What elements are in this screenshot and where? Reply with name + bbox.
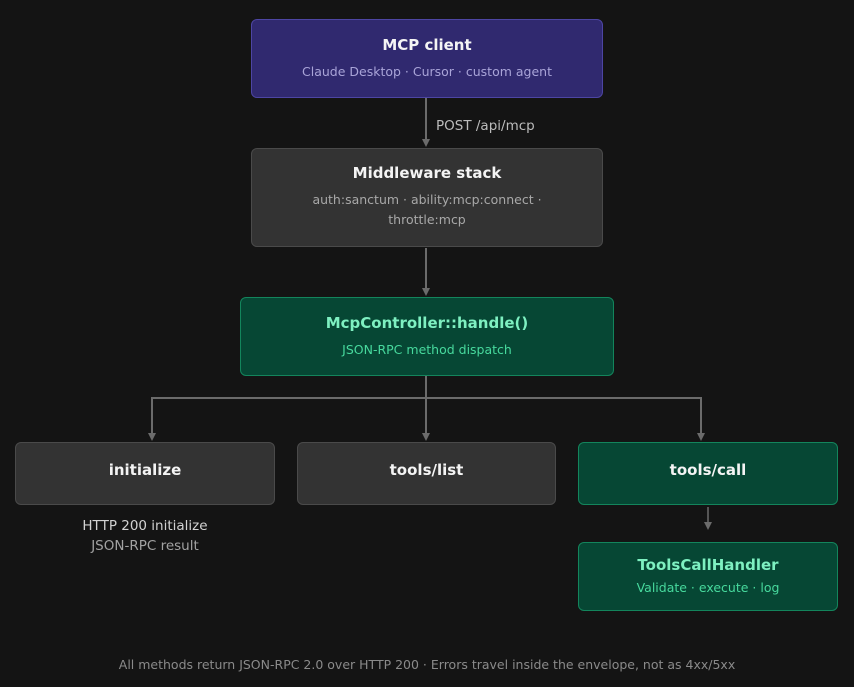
initialize-node: initialize [15, 442, 275, 505]
mcp-client-title: MCP client [382, 36, 472, 54]
mcp-client-subtitle: Claude Desktop · Cursor · custom agent [302, 64, 552, 79]
initialize-note-line2: JSON-RPC result [91, 538, 199, 554]
initialize-result-note: HTTP 200 initialize JSON-RPC result [15, 516, 275, 556]
tools-call-node: tools/call [578, 442, 838, 505]
mcp-controller-subtitle: JSON-RPC method dispatch [342, 342, 512, 357]
middleware-stack-node: Middleware stack auth:sanctum · ability:… [251, 148, 603, 247]
post-edge-label: POST /api/mcp [436, 118, 535, 134]
tools-list-title: tools/list [389, 461, 464, 479]
tools-call-handler-node: ToolsCallHandler Validate · execute · lo… [578, 542, 838, 611]
tools-call-title: tools/call [669, 461, 747, 479]
branch-bus [151, 397, 702, 437]
middleware-stack-subtitle-line1: auth:sanctum · ability:mcp:connect · [312, 192, 542, 207]
tools-call-handler-subtitle: Validate · execute · log [636, 580, 780, 595]
mcp-client-node: MCP client Claude Desktop · Cursor · cus… [251, 19, 603, 98]
footer-note: All methods return JSON-RPC 2.0 over HTT… [118, 657, 736, 672]
initialize-note-line1: HTTP 200 initialize [82, 518, 208, 534]
mcp-controller-title: McpController::handle() [325, 314, 529, 332]
initialize-title: initialize [108, 461, 182, 479]
tools-call-handler-title: ToolsCallHandler [637, 556, 779, 574]
tools-list-node: tools/list [297, 442, 556, 505]
mcp-controller-node: McpController::handle() JSON-RPC method … [240, 297, 614, 376]
middleware-stack-title: Middleware stack [352, 164, 502, 182]
middleware-stack-subtitle-line2: throttle:mcp [388, 212, 466, 227]
